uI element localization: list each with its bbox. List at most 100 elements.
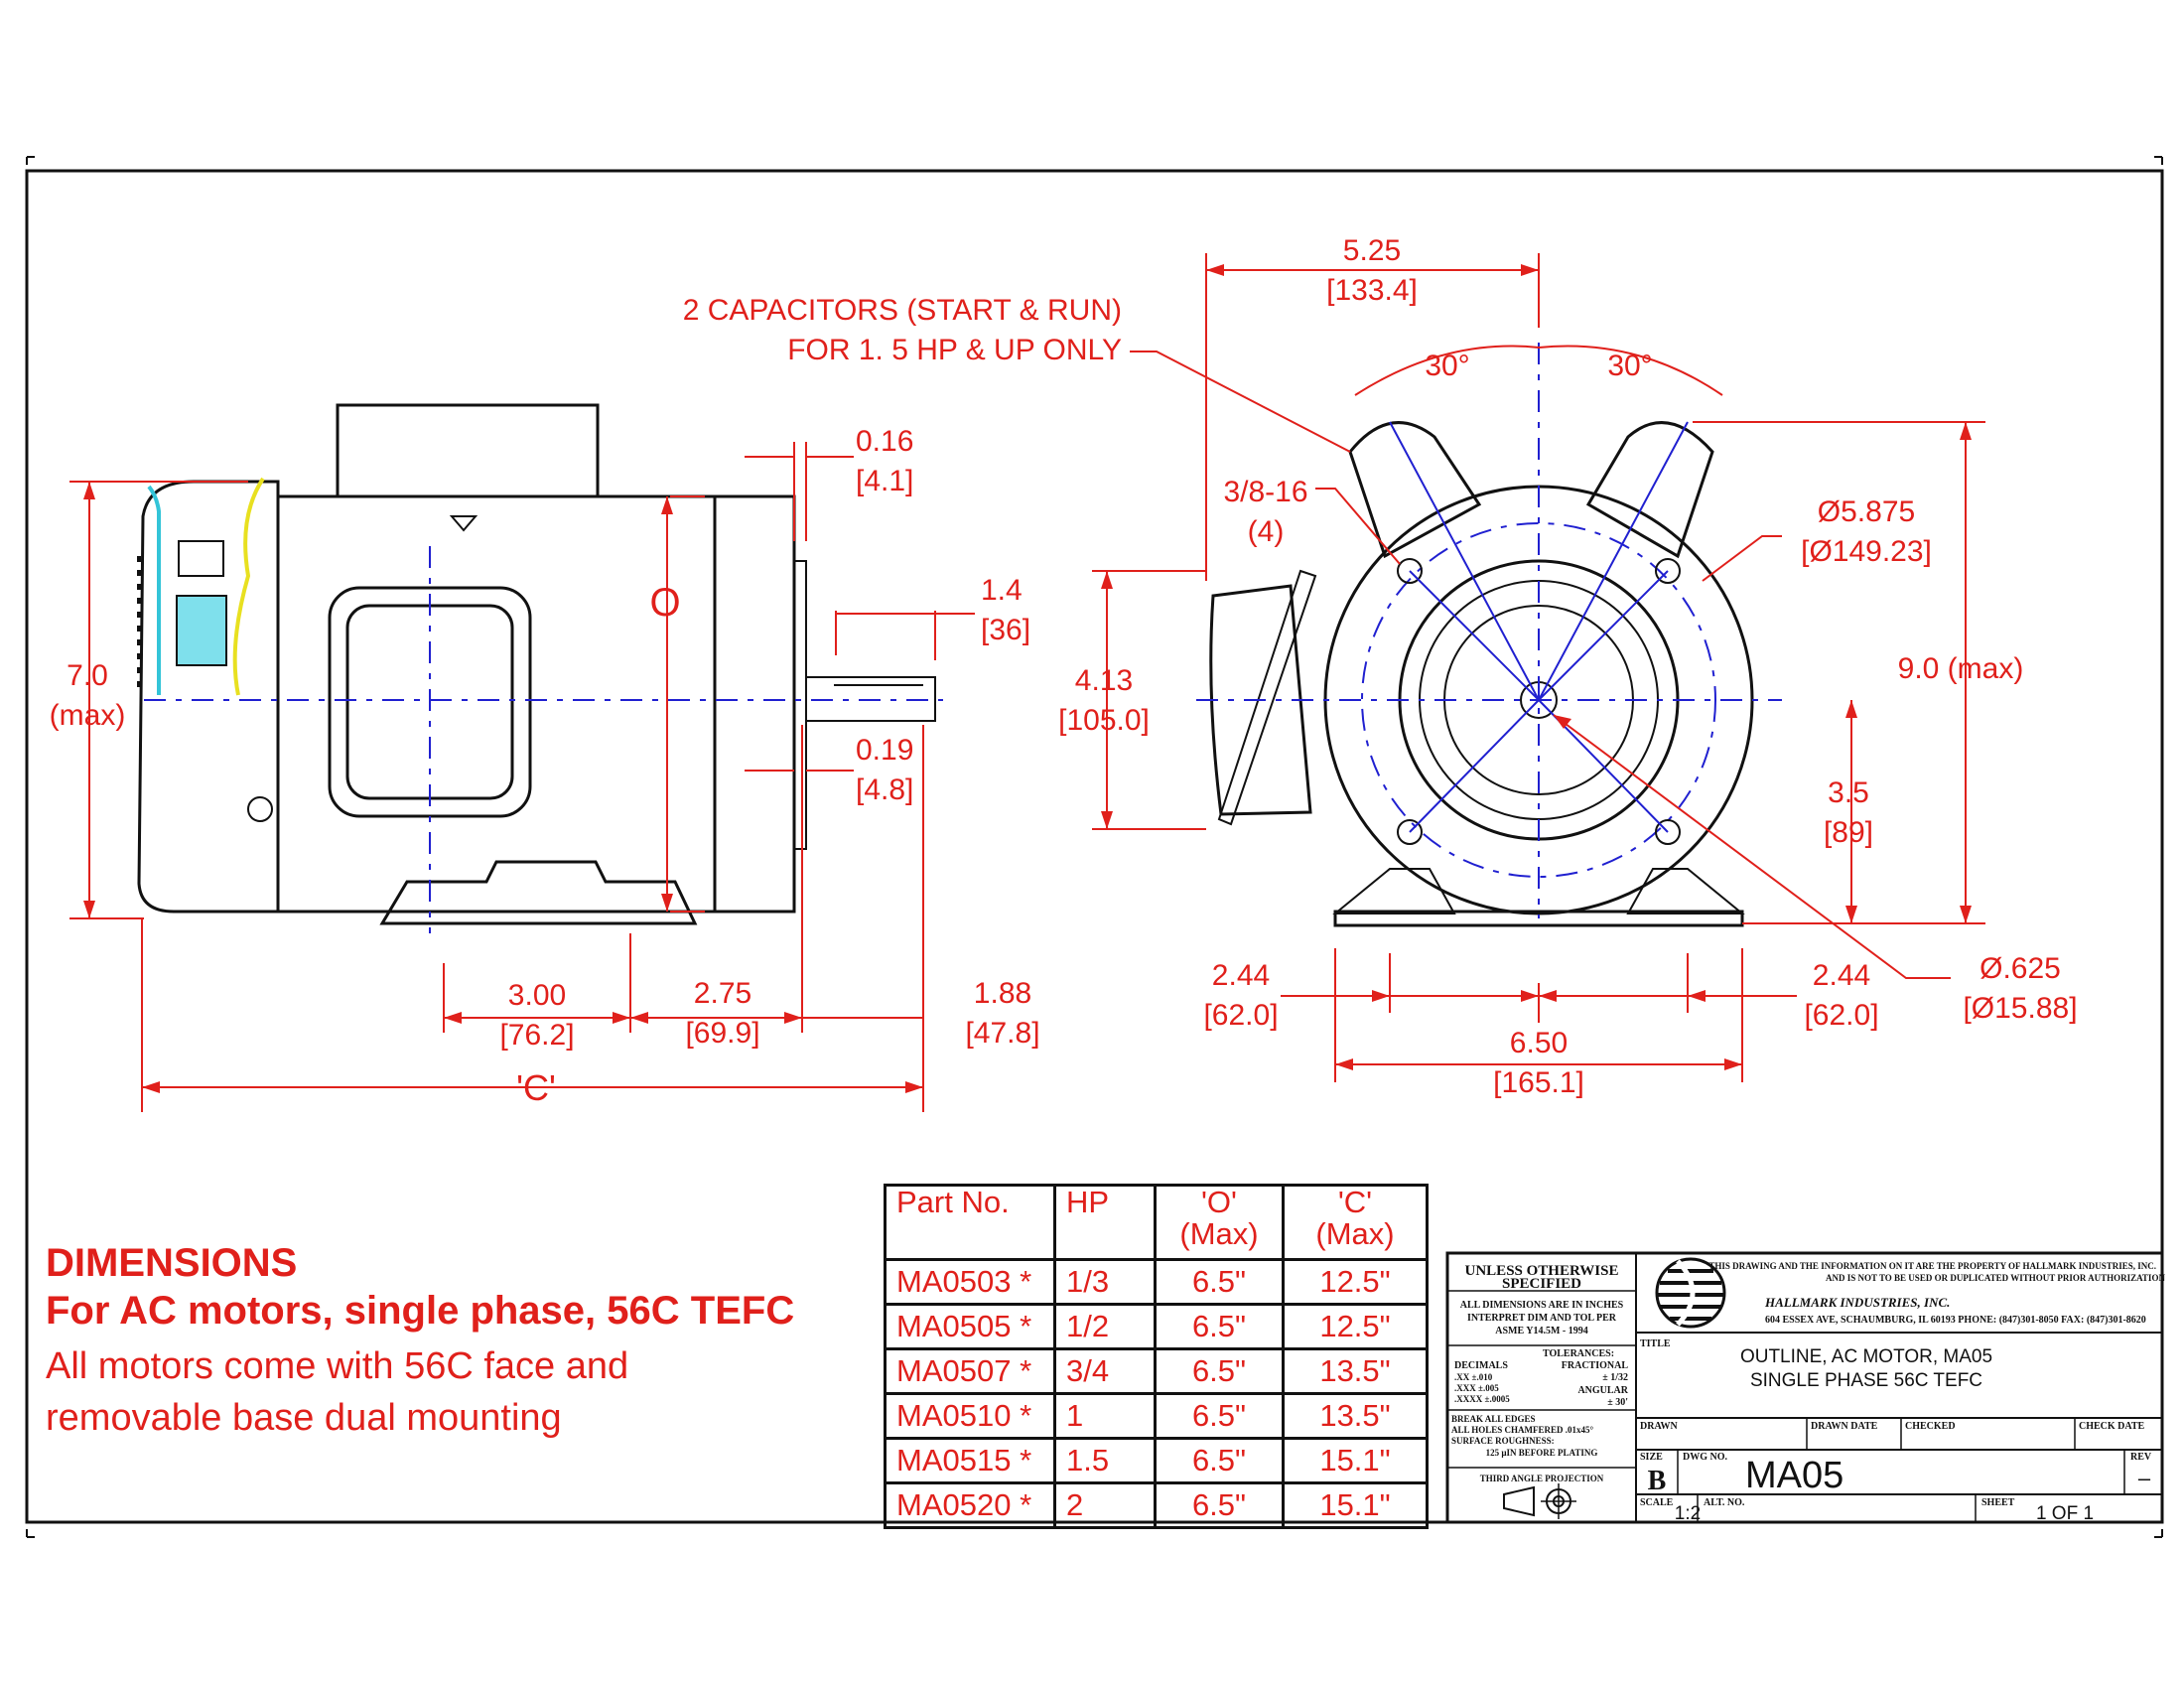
capacitor-right (1585, 421, 1714, 559)
notes-heading: DIMENSIONS (46, 1241, 298, 1285)
dimensions-notes: DIMENSIONS For AC motors, single phase, … (46, 1239, 880, 1444)
tb-scale: 1:2 (1675, 1503, 1701, 1524)
side-view: 7.0 (max) O 0.16 [4.1] 1.4 [36] 0.19 [4.… (50, 403, 1040, 1112)
dim-300: 3.00 (508, 979, 566, 1012)
bolt-callout: 3/8-16 (1223, 476, 1307, 508)
cell-c: 13.5" (1282, 1392, 1429, 1440)
tb-property-l1: THIS DRAWING AND THE INFORMATION ON IT A… (1708, 1261, 2156, 1271)
dim-300-mm: [76.2] (499, 1019, 574, 1052)
notes-body: All motors come with 56C face and remova… (46, 1340, 880, 1444)
bolt-hole-bl (1397, 819, 1423, 845)
bolt-hole-tl (1397, 558, 1423, 584)
notes-body-line2: removable base dual mounting (46, 1397, 562, 1439)
wire-lead (232, 477, 265, 696)
tb-tol-frac: ± 1/32 (1602, 1372, 1628, 1383)
bolt-circle (1361, 522, 1716, 878)
tb-tol-xx: .XX ±.010 (1454, 1372, 1493, 1382)
conduit-cover (1217, 569, 1317, 826)
dim-413: 4.13 (1075, 664, 1133, 697)
capacitor-note-line1: 2 CAPACITORS (START & RUN) (683, 294, 1122, 327)
cell-part: MA0515 * (884, 1437, 1056, 1484)
tb-alldims-l2: INTERPRET DIM AND TOL PER (1467, 1313, 1617, 1324)
tb-title-l1: OUTLINE, AC MOTOR, MA05 (1740, 1346, 1992, 1367)
projection-cone-icon (1503, 1485, 1535, 1517)
mounting-base (379, 860, 698, 925)
fan-blade (176, 595, 227, 666)
tb-size-label: SIZE (1640, 1452, 1663, 1463)
tb-title-l2: SINGLE PHASE 56C TEFC (1750, 1370, 1982, 1391)
conduit-knockout (449, 515, 478, 532)
dim-188: 1.88 (974, 977, 1031, 1010)
base-plate (1333, 910, 1744, 927)
capacitor-note-line2: FOR 1. 5 HP & UP ONLY (787, 334, 1122, 366)
cell-hp: 3/4 (1053, 1347, 1157, 1395)
dia-5875-mm: [Ø149.23] (1801, 535, 1932, 568)
tb-address: 604 ESSEX AVE, SCHAUMBURG, IL 60193 PHON… (1765, 1315, 2146, 1326)
notes-body-line1: All motors come with 56C face and (46, 1345, 629, 1387)
dia-625-mm: [Ø15.88] (1963, 992, 2077, 1025)
cell-hp: 1.5 (1053, 1437, 1157, 1484)
hallmark-globe-icon (1655, 1257, 1726, 1329)
motor-body (276, 494, 717, 914)
ground-screw (247, 796, 273, 822)
dim-413-mm: [105.0] (1058, 704, 1150, 737)
spoke-lines (1389, 421, 1689, 833)
parts-table: Part No. HP 'O' (Max) 'C' (Max) MA0503 *… (884, 1184, 1429, 1529)
dim-019: 0.19 (856, 734, 913, 767)
cell-part: MA0505 * (884, 1303, 1056, 1350)
tb-unless-l1: UNLESS OTHERWISE (1465, 1263, 1619, 1279)
dim-275: 2.75 (694, 977, 751, 1010)
dim-90: 9.0 (max) (1898, 652, 2024, 685)
cell-o: 6.5" (1154, 1347, 1285, 1395)
cell-hp: 2 (1053, 1481, 1157, 1529)
dim-650: 6.50 (1510, 1027, 1568, 1059)
cell-part: MA0507 * (884, 1347, 1056, 1395)
tb-alt-label: ALT. NO. (1704, 1497, 1745, 1508)
front-view: 2 CAPACITORS (START & RUN) FOR 1. 5 HP &… (683, 234, 2078, 1099)
dia-625: Ø.625 (1979, 952, 2061, 985)
tb-dwg-no: MA05 (1745, 1455, 1843, 1496)
dim-525: 5.25 (1343, 234, 1401, 267)
fan-hub (178, 540, 224, 577)
tb-edges-l3: SURFACE ROUGHNESS: (1451, 1436, 1555, 1446)
table-row: MA0515 * 1.5 6.5" 15.1" (884, 1437, 1429, 1484)
cell-hp: 1/2 (1053, 1303, 1157, 1350)
dim-height-note: (max) (50, 699, 126, 732)
table-row: MA0503 * 1/3 6.5" 12.5" (884, 1258, 1429, 1306)
angle-right: 30° (1607, 350, 1652, 382)
cell-hp: 1 (1053, 1392, 1157, 1440)
tb-checked: CHECKED (1905, 1421, 1956, 1432)
dim-14-mm: [36] (981, 614, 1030, 646)
tb-company: HALLMARK INDUSTRIES, INC. (1764, 1295, 1950, 1310)
tb-title-label: TITLE (1640, 1338, 1671, 1349)
angle-left: 30° (1425, 350, 1469, 382)
label-c: 'C' (516, 1067, 556, 1108)
base-feet (1332, 868, 1745, 914)
dim-244-left-mm: [62.0] (1203, 999, 1278, 1032)
header-hp: HP (1053, 1184, 1157, 1261)
cell-o: 6.5" (1154, 1303, 1285, 1350)
dim-275-mm: [69.9] (685, 1017, 759, 1050)
dim-35: 3.5 (1828, 776, 1869, 809)
cell-o: 6.5" (1154, 1437, 1285, 1484)
dim-35-mm: [89] (1824, 816, 1873, 849)
tb-rev-label: REV (2130, 1452, 2152, 1463)
tb-alldims-l3: ASME Y14.5M - 1994 (1495, 1326, 1588, 1336)
dim-14: 1.4 (981, 574, 1023, 607)
end-bell (713, 494, 796, 914)
tb-angular: ANGULAR (1577, 1385, 1628, 1396)
tb-property-l2: AND IS NOT TO BE USED OR DUPLICATED WITH… (1826, 1273, 2165, 1283)
cell-c: 12.5" (1282, 1258, 1429, 1306)
dim-244-left: 2.44 (1212, 959, 1270, 992)
tb-edges-l1: BREAK ALL EDGES (1451, 1414, 1536, 1424)
cell-c: 15.1" (1282, 1481, 1429, 1529)
capacitor-left (1348, 421, 1482, 559)
fan-cover-edge (147, 485, 161, 695)
tb-drawn: DRAWN (1640, 1421, 1679, 1432)
c-face (793, 560, 807, 850)
header-part-no: Part No. (884, 1184, 1056, 1261)
notes-subheading: For AC motors, single phase, 56C TEFC (46, 1289, 795, 1333)
header-o: 'O' (Max) (1154, 1184, 1285, 1261)
cell-part: MA0510 * (884, 1392, 1056, 1440)
